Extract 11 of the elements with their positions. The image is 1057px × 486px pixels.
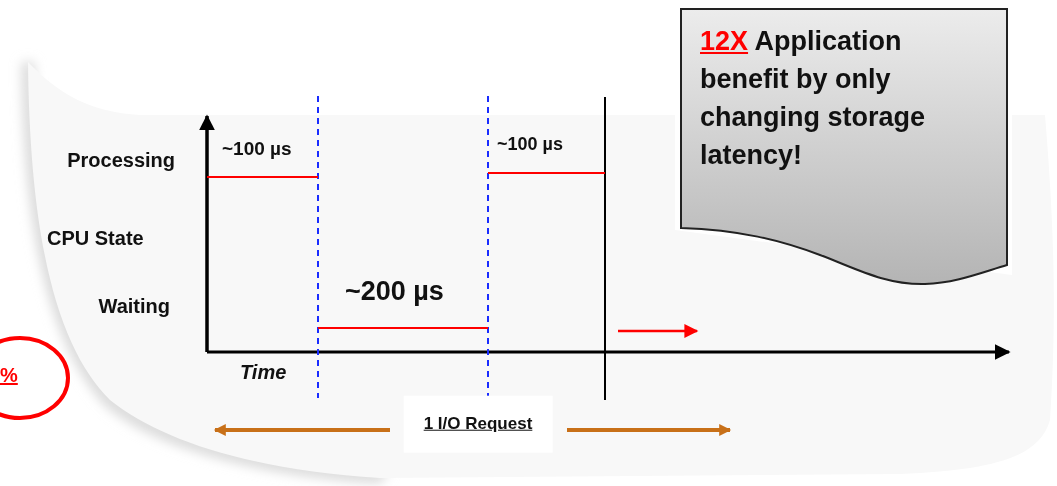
chart-label: ~100 µs — [497, 134, 563, 155]
chart-label: Processing — [67, 149, 175, 172]
callout-text: 12X Application benefit by only changing storage latency! — [700, 25, 927, 172]
chart-label: Waiting — [98, 295, 170, 318]
chart-label: ~100 µs — [222, 138, 292, 160]
chart-label: ~200 µs — [345, 276, 444, 308]
span-label: 1 I/O Request — [403, 395, 553, 453]
percent-label: % — [0, 364, 18, 387]
chart-label: Time — [240, 361, 287, 384]
chart-label: CPU State — [47, 227, 144, 250]
callout-box — [680, 8, 1008, 286]
